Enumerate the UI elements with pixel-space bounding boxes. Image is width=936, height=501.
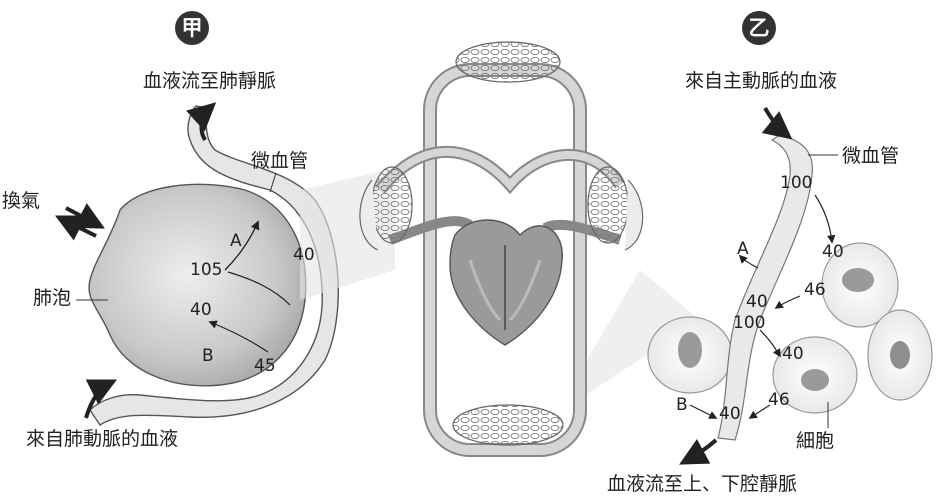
- lung-capillary-right: [588, 167, 628, 243]
- right-value-100-mid: 100: [733, 315, 765, 332]
- left-value-45: 45: [254, 358, 276, 375]
- left-top-label: 血液流至肺靜脈: [143, 72, 276, 91]
- diffusion-arrow: [815, 195, 832, 242]
- outflow-arrow-icon: [684, 440, 716, 462]
- right-value-40-b: 40: [746, 294, 768, 311]
- circulatory-system: [300, 42, 700, 450]
- right-value-46-b: 46: [768, 392, 790, 409]
- left-bottom-label: 來自肺動脈的血液: [26, 430, 178, 449]
- flow-arrow-b: [690, 405, 716, 418]
- inflow-arrow-icon: [765, 108, 788, 136]
- badge-panel-a: 甲: [175, 11, 209, 45]
- diffusion-arrow: [776, 296, 800, 308]
- exchange-label: 換氣: [2, 192, 40, 211]
- cell-label: 細胞: [796, 432, 834, 451]
- right-capillary-label: 微血管: [842, 147, 899, 166]
- right-a-label: A: [737, 241, 749, 258]
- diffusion-arrow: [750, 405, 770, 418]
- left-value-40-right: 40: [293, 247, 315, 264]
- right-value-46-a: 46: [804, 282, 826, 299]
- left-b-label: B: [202, 348, 214, 365]
- lung-capillary-left: [372, 167, 412, 243]
- left-value-40-mid: 40: [190, 302, 212, 319]
- right-value-100-top: 100: [780, 175, 812, 192]
- right-value-40-c: 40: [782, 346, 804, 363]
- right-top-label: 來自主動脈的血液: [685, 72, 837, 91]
- double-arrow-icon: [60, 208, 100, 236]
- left-value-105: 105: [190, 262, 222, 279]
- right-value-40-d: 40: [719, 406, 741, 423]
- left-capillary-label: 微血管: [251, 152, 308, 171]
- capillary-bed-top: [456, 42, 560, 82]
- right-value-40-a: 40: [822, 244, 844, 261]
- capillary-bed-bottom: [453, 405, 563, 445]
- alveolus-label: 肺泡: [33, 289, 71, 308]
- badge-panel-b: 乙: [742, 11, 776, 45]
- heart: [450, 220, 562, 345]
- right-bottom-label: 血液流至上、下腔靜脈: [607, 475, 797, 494]
- diffusion-arrow: [760, 330, 780, 356]
- left-a-label: A: [230, 233, 242, 250]
- right-b-label: B: [676, 397, 688, 414]
